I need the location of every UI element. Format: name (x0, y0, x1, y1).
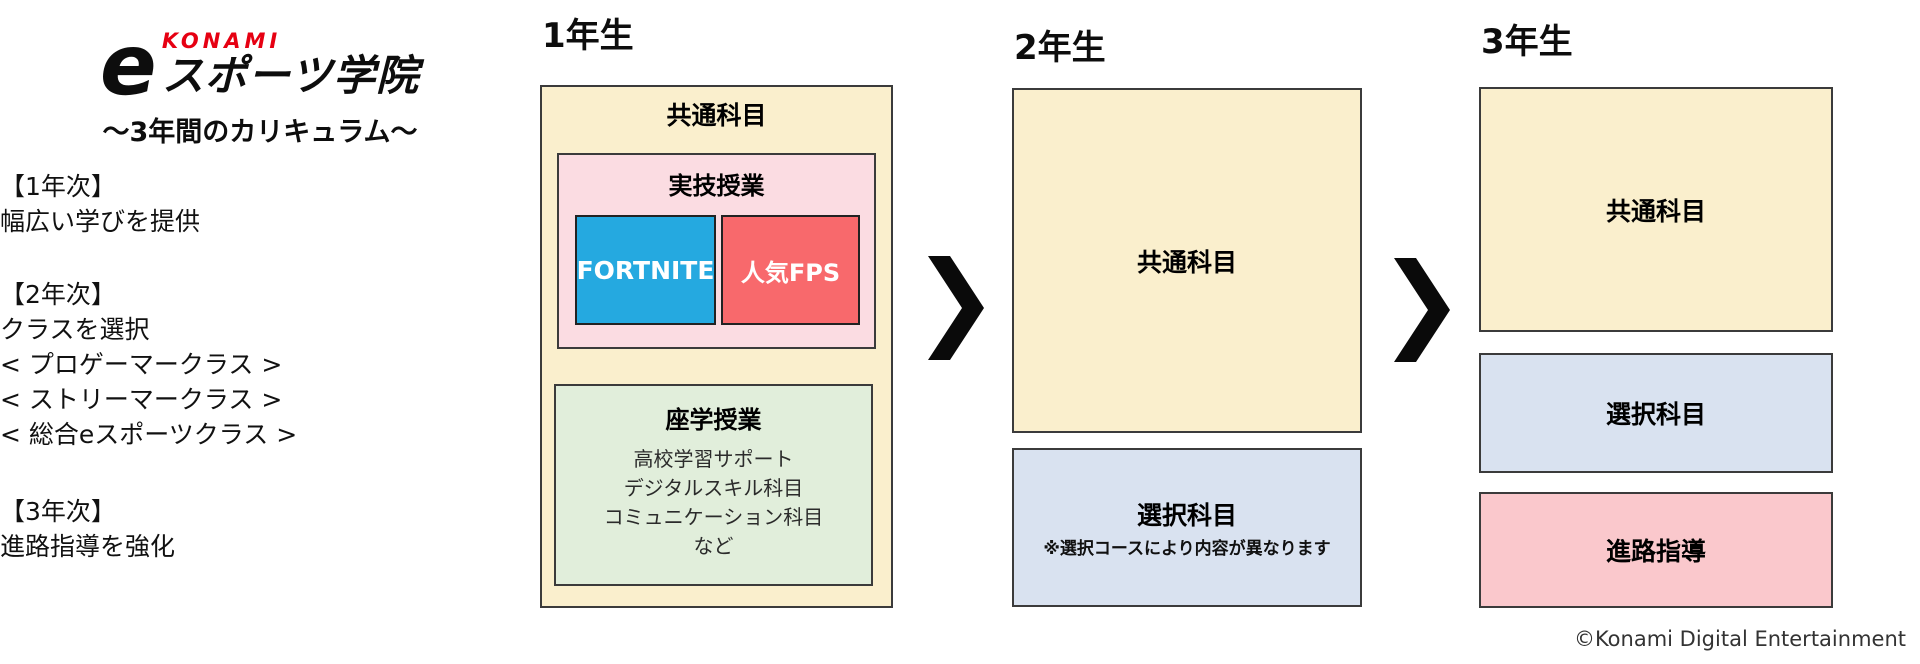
year2-common-subjects-heading: 共通科目 (1136, 247, 1237, 277)
popular-fps-box: 人気FPS (721, 215, 860, 325)
esports-e-logo-icon: e (92, 16, 163, 114)
left-panel: e KONAMI スポーツ学院 〜3年間のカリキュラム〜 (50, 16, 470, 149)
lecture-subject-list: 高校学習サポート デジタルスキル科目 コミュニケーション科目 など (556, 445, 871, 561)
practical-classes-heading: 実技授業 (668, 172, 765, 200)
year2-elective-note: ※選択コースにより内容が異なります (1043, 539, 1331, 559)
konami-wordmark: KONAMI (161, 29, 282, 53)
year1-label: 1年生 (542, 16, 634, 56)
copyright-notice: ©Konami Digital Entertainment (1573, 627, 1906, 651)
year3-career-guidance-box: 進路指導 (1479, 492, 1833, 608)
overview-year1: 【1年次】 幅広い学びを提供 (0, 169, 420, 239)
overview-year2-heading: 【2年次】 (0, 280, 116, 309)
school-wordmark: スポーツ学院 (161, 51, 420, 100)
year3-label: 3年生 (1481, 22, 1573, 62)
overview-year3: 【3年次】 進路指導を強化 (0, 494, 420, 564)
year3-elective-heading: 選択科目 (1605, 400, 1706, 429)
overview-year1-heading: 【1年次】 (0, 172, 116, 201)
lecture-classes-heading: 座学授業 (665, 406, 762, 434)
year2-common-subjects-box: 共通科目 (1012, 88, 1362, 433)
lecture-subject-item: など (693, 534, 734, 558)
year2-elective-subjects-box: 選択科目 ※選択コースにより内容が異なります (1012, 448, 1362, 607)
overview-year2-class-option: < プロゲーマークラス > (0, 350, 283, 379)
chevron-right-icon (928, 256, 984, 360)
curriculum-tagline: 〜3年間のカリキュラム〜 (102, 117, 418, 148)
lecture-subject-item: デジタルスキル科目 (623, 476, 804, 500)
overview-year2-class-option: < ストリーマークラス > (0, 385, 283, 414)
overview-year2: 【2年次】 クラスを選択 < プロゲーマークラス > < ストリーマークラス >… (0, 277, 420, 452)
year1-lecture-classes-box: 座学授業 高校学習サポート デジタルスキル科目 コミュニケーション科目 など (554, 384, 873, 586)
logo-text-block: KONAMI スポーツ学院 (162, 28, 419, 100)
year3-career-guidance-heading: 進路指導 (1605, 537, 1706, 566)
chevron-right-icon (1394, 258, 1450, 362)
overview-year3-description: 進路指導を強化 (0, 532, 176, 561)
year2-elective-heading: 選択科目 (1136, 501, 1237, 530)
fortnite-box: FORTNITE (575, 215, 716, 325)
overview-year2-description: クラスを選択 (0, 315, 150, 344)
lecture-subject-item: コミュニケーション科目 (603, 505, 824, 529)
konami-esports-academy-logo: e KONAMI スポーツ学院 (50, 16, 470, 114)
overview-year2-class-option: < 総合eスポーツクラス > (0, 420, 298, 449)
year3-common-subjects-box: 共通科目 (1479, 87, 1833, 332)
lecture-subject-item: 高校学習サポート (633, 447, 794, 471)
year3-common-subjects-heading: 共通科目 (1605, 196, 1706, 226)
year1-common-subjects-heading: 共通科目 (666, 101, 767, 130)
year1-practical-classes-box: 実技授業 FORTNITE 人気FPS (557, 153, 876, 349)
year1-common-subjects-box: 共通科目 実技授業 FORTNITE 人気FPS 座学授業 高校学習サポート デ… (540, 85, 893, 608)
year2-label: 2年生 (1014, 28, 1106, 68)
overview-year3-heading: 【3年次】 (0, 497, 116, 526)
overview-year1-description: 幅広い学びを提供 (0, 207, 201, 236)
year3-elective-subjects-box: 選択科目 (1479, 353, 1833, 473)
